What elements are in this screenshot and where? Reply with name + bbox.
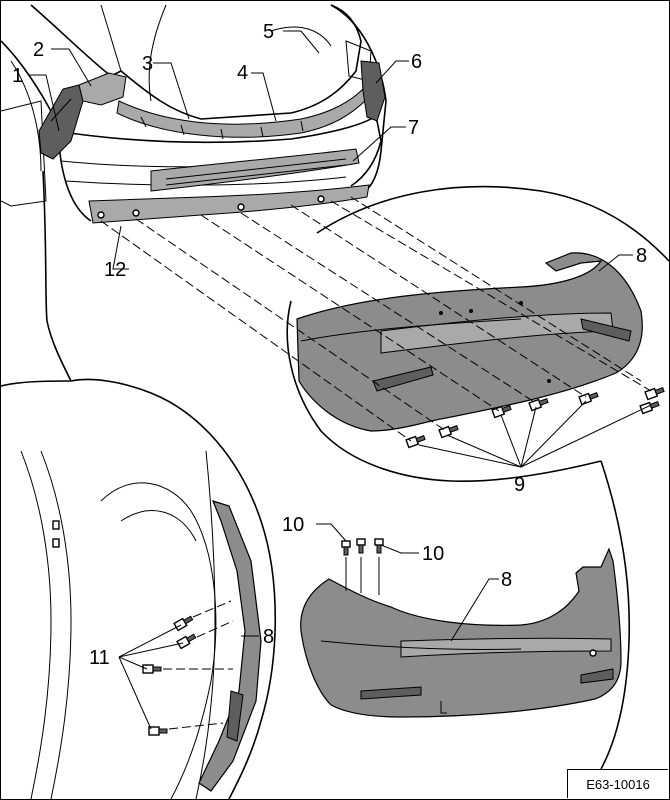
bracket-left-part [38,84,84,160]
bumper-side-edge-part [198,500,262,792]
detail-circle-bumper [286,185,669,770]
callout-10-right: 10 [422,543,444,565]
callout-6: 6 [411,51,422,73]
callout-7: 7 [408,117,419,139]
callout-1: 1 [12,65,23,87]
guide-upper-left-part [78,72,127,106]
bracket-right-part [360,60,386,122]
screws-10-group [341,538,384,595]
callout-labels: 1 2 3 4 5 6 7 8 9 10 10 8 8 11 12 [12,21,647,669]
bumper-cover-full-part [300,547,622,718]
callout-5: 5 [263,21,274,43]
lower-carrier-part [88,184,370,224]
wheel-arch-dashed-lines [163,600,234,730]
callout-10-left: 10 [282,514,304,536]
callout-4: 4 [237,62,248,84]
figure-reference-number: E63-10016 [567,769,668,798]
screws-11-group [142,615,197,736]
bumper-cover-detail-part [296,252,643,432]
detail-circle-wheel-arch [1,170,277,799]
callout-8-top: 8 [636,245,647,267]
alignment-lines [100,196,652,442]
callout-2: 2 [33,39,44,61]
callout-12: 12 [104,259,126,281]
impact-absorber-part [150,148,360,192]
callout-11: 11 [89,647,110,669]
callout-3: 3 [142,53,153,75]
callout-8-left: 8 [263,626,274,648]
screws-9-group [405,387,665,449]
callout-8-bottom: 8 [501,569,512,591]
callout-9: 9 [514,474,525,496]
leader-lines [29,30,652,730]
